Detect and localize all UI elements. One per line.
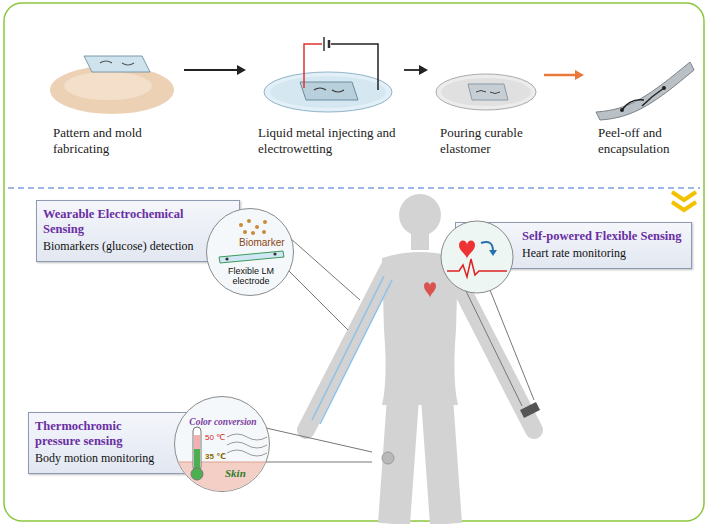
liquid-metal-pattern — [476, 91, 500, 94]
step-caption: Pattern and mold fabricating — [53, 125, 176, 157]
left-leg — [394, 398, 403, 524]
glass-slide — [84, 56, 150, 72]
flow-arrow — [544, 70, 584, 80]
thermometer — [193, 427, 201, 471]
battery-symbol — [328, 40, 331, 48]
pattern-mark — [100, 61, 134, 65]
liquid-metal-pattern — [314, 88, 344, 92]
leader-line — [266, 428, 372, 452]
arrow-head — [237, 65, 246, 75]
head — [399, 194, 441, 236]
thermochromic-inset — [175, 397, 270, 492]
circuit-trace — [622, 88, 664, 110]
box-body: Body motion monitoring — [35, 451, 165, 466]
biomarker-dot — [262, 230, 266, 234]
step-caption: Pouring curable elastomer — [440, 125, 536, 157]
leader-line — [490, 290, 534, 400]
leader-line — [288, 270, 348, 330]
dashed-divider — [8, 187, 700, 188]
mold-slide — [300, 82, 358, 100]
petri-dish-inner — [270, 76, 386, 108]
process-step: Pattern and mold fabricating — [45, 30, 180, 157]
skin-label: Skin — [225, 467, 246, 480]
biomarker-dot — [255, 225, 259, 229]
electrode-pad — [225, 257, 228, 260]
biomarker-dot — [263, 220, 267, 224]
left-arm — [306, 266, 390, 430]
mold-slide — [468, 84, 508, 100]
arrow-head — [575, 70, 584, 80]
step-caption: Peel-off and encapsulation — [598, 125, 696, 157]
heart-icon — [459, 241, 475, 260]
leader-line — [290, 238, 360, 300]
biomarker-dot — [247, 219, 251, 223]
box-title: Wearable Electrochemical Sensing — [43, 207, 199, 237]
color-label: Color conversion — [183, 417, 263, 428]
electrode-line — [312, 276, 384, 420]
electrode-label: Flexible LM electrode — [220, 266, 282, 287]
inset-circle: BiomarkerFlexible LM electrode — [206, 208, 294, 296]
box-body: Biomarkers (glucose) detection — [43, 239, 199, 254]
box-title: Thermochromic pressure sensing — [35, 419, 165, 449]
black-wire — [331, 44, 378, 90]
mesh-layer — [227, 434, 267, 456]
leader-line — [266, 462, 372, 463]
box-title: Self-powered Flexible Sensing — [522, 229, 683, 244]
heart-organ — [424, 282, 436, 298]
application-box: Self-powered Flexible SensingHeart rate … — [455, 222, 692, 269]
inset-circle: Color conversion 50 ℃ 35 ℃ Skin — [174, 396, 270, 492]
petri-dish — [436, 74, 536, 110]
biomarker-dot — [239, 223, 243, 227]
curved-arrow — [481, 242, 493, 251]
red-wire — [304, 44, 322, 88]
battery-symbol — [323, 37, 325, 51]
mold-highlight — [64, 72, 152, 100]
biomarker-label: Biomarker — [239, 237, 285, 249]
flow-arrow — [184, 65, 246, 75]
arrow-shaft — [404, 69, 419, 71]
skin-edge — [175, 462, 270, 463]
chevron — [672, 202, 696, 210]
chevron — [672, 192, 696, 200]
box-body: Heart rate monitoring — [522, 246, 683, 261]
inset-circle — [441, 221, 513, 293]
heart-rate-inset — [439, 219, 515, 295]
curved-arrow-head — [489, 250, 497, 256]
right-leg — [437, 398, 446, 524]
elastomer-fill — [441, 78, 531, 106]
electrode-pad — [273, 252, 276, 255]
process-step: Liquid metal injecting and electrowettin… — [250, 30, 400, 157]
temperature-label: 50 ℃ — [205, 433, 225, 442]
temperature-label: 35 ℃ — [205, 452, 226, 461]
arrow-head — [419, 65, 428, 75]
flow-arrow — [404, 65, 428, 75]
arrow-shaft — [184, 69, 237, 71]
right-arm — [450, 266, 534, 430]
arrow-shaft — [544, 74, 575, 77]
step-caption: Liquid metal injecting and electrowettin… — [258, 125, 396, 157]
process-step: Pouring curable elastomer — [432, 30, 540, 157]
terminal — [662, 86, 666, 90]
biomarker-dot — [251, 231, 255, 235]
thermometer-hot — [194, 435, 200, 449]
skin-layer — [175, 462, 270, 492]
outer-frame — [4, 3, 704, 521]
wrist-band — [520, 402, 540, 418]
process-step: Peel-off and encapsulation — [588, 30, 700, 157]
lm-electrode — [219, 251, 284, 263]
biomarker-dot — [243, 230, 247, 234]
petri-dish — [264, 72, 392, 112]
thermometer-bulb — [191, 468, 203, 480]
ecg-trace — [447, 259, 507, 277]
electrode-line — [320, 280, 392, 424]
terminal — [620, 108, 624, 112]
flexible-sheet — [596, 62, 694, 120]
mold-base — [50, 66, 174, 114]
knee-marker — [382, 452, 394, 464]
